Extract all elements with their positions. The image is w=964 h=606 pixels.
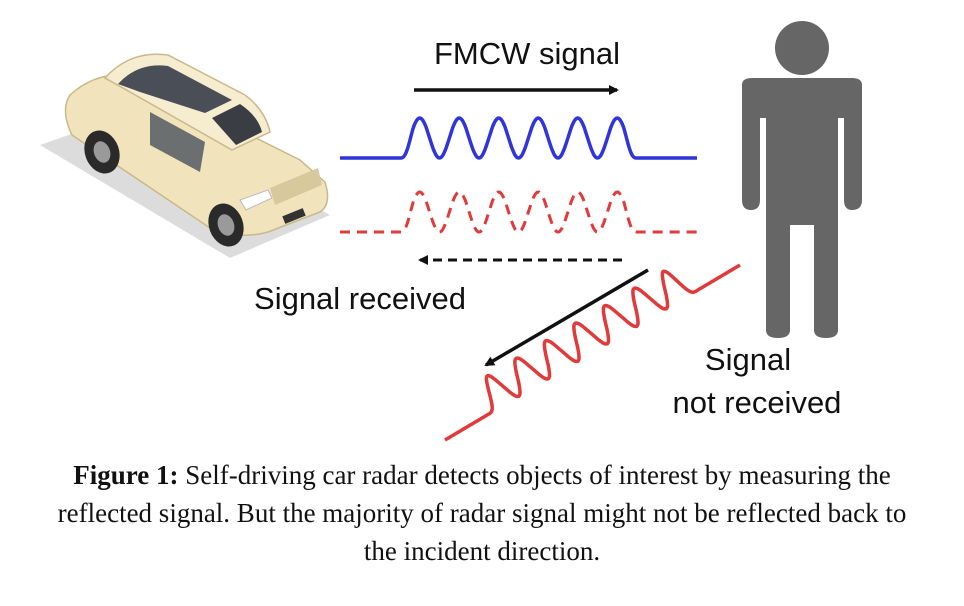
figure-caption: Figure 1: Self-driving car radar detects… [40,456,924,570]
signal-not-received-label-line2: not received [673,385,842,420]
scattered-wave [444,263,741,442]
fmcw-signal-label: FMCW signal [434,36,620,71]
car-icon [40,53,330,258]
caption-label: Figure 1: [73,460,179,490]
scatter-direction-arrow [484,268,649,367]
transmitted-wave [340,116,697,160]
caption-text: Self-driving car radar detects objects o… [57,460,907,566]
reflected-wave-dashed [340,190,697,234]
person-icon [742,21,862,338]
signal-not-received-label-line1: Signal [705,342,791,377]
signal-received-label: Signal received [254,281,466,316]
